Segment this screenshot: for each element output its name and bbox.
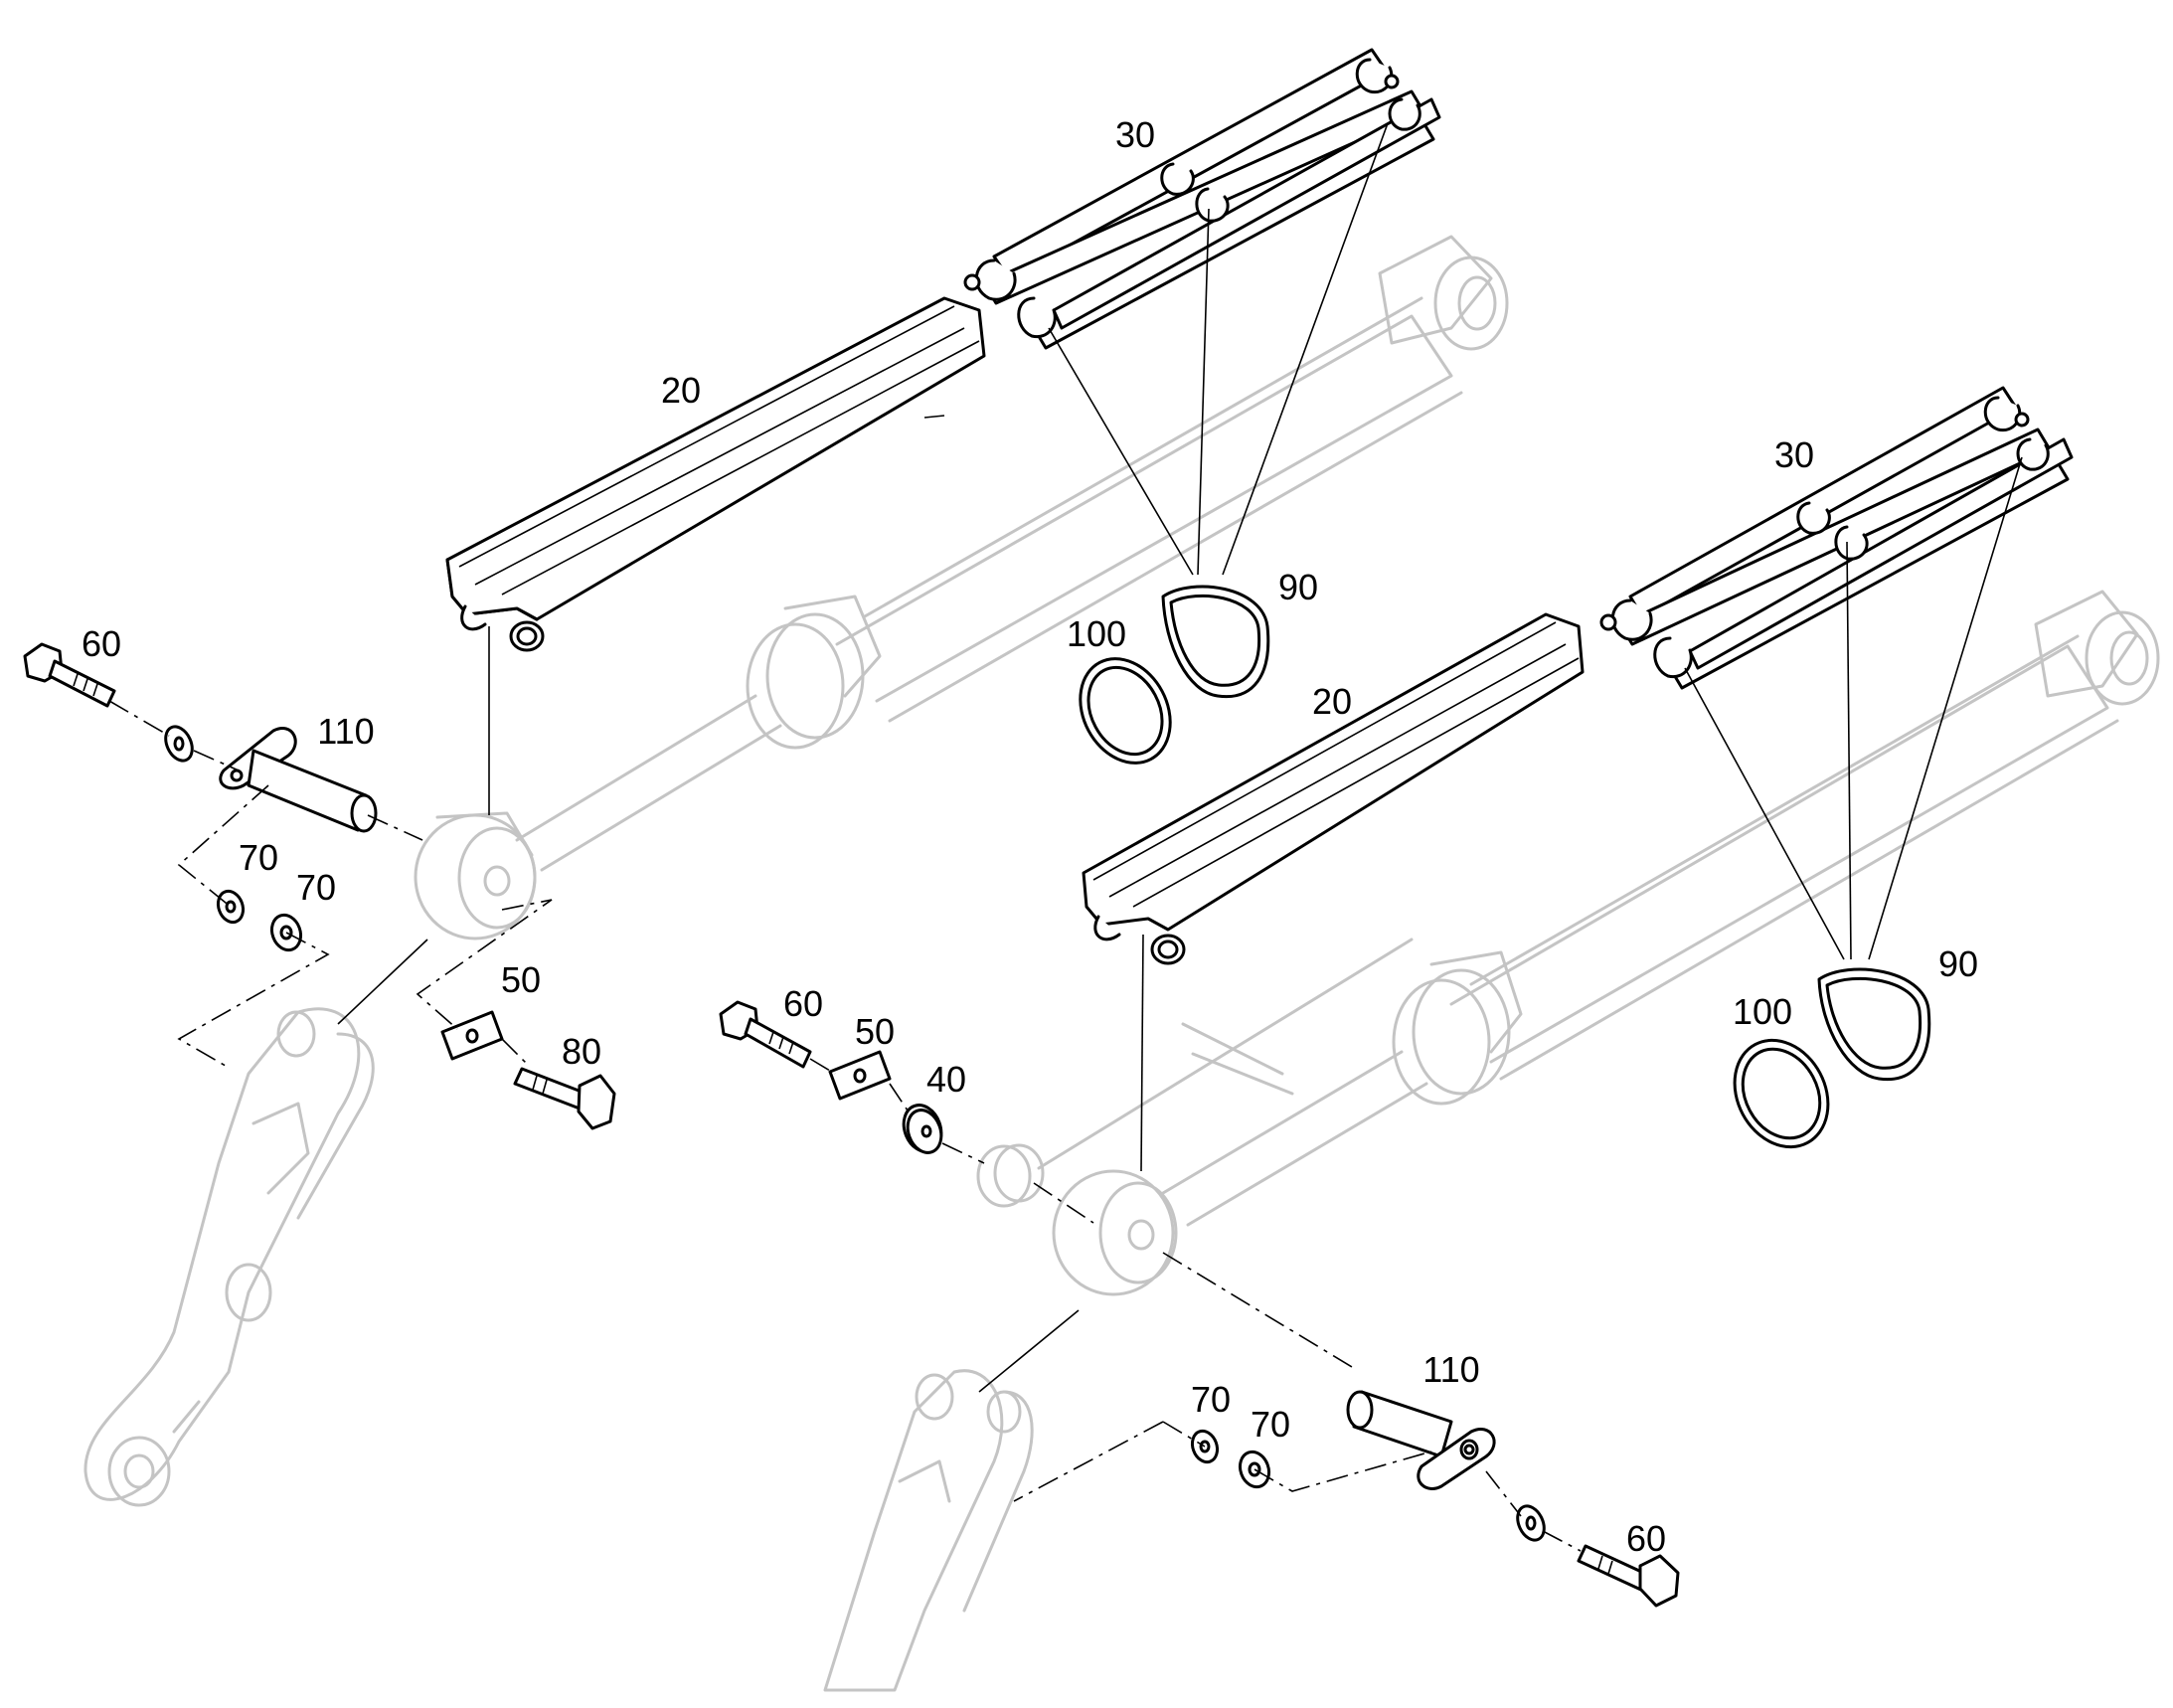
label-20-upper: 20 bbox=[661, 370, 701, 411]
assembly-lines-right bbox=[978, 1309, 1582, 1552]
leader-lines-lower-90 bbox=[1684, 456, 2023, 960]
washers-left-70 bbox=[216, 889, 303, 952]
pin-left-110 bbox=[219, 727, 378, 833]
label-70-left-b: 70 bbox=[296, 867, 336, 908]
ghost-hydraulic-cylinder-upper bbox=[414, 235, 1509, 940]
label-20-lower: 20 bbox=[1312, 681, 1352, 722]
label-30-upper: 30 bbox=[1115, 114, 1155, 155]
bolt-center-60 bbox=[719, 1000, 812, 1069]
leader-covers bbox=[488, 626, 1144, 1172]
label-100-lower: 100 bbox=[1733, 991, 1792, 1032]
ghost-loader-arm-left bbox=[84, 1007, 375, 1507]
wiper-ring-upper-90 bbox=[1161, 585, 1270, 699]
label-110-right: 110 bbox=[1422, 1349, 1479, 1390]
bolt-right-60 bbox=[1577, 1544, 1680, 1608]
label-70-left-a: 70 bbox=[239, 837, 278, 878]
callout-labels: 30 20 30 90 100 20 60 110 70 70 50 80 60… bbox=[82, 114, 1978, 1559]
cover-lower-20 bbox=[1082, 612, 1585, 965]
label-80: 80 bbox=[562, 1031, 601, 1072]
wiper-ring-lower-90 bbox=[1817, 967, 1931, 1082]
washer-center-40 bbox=[902, 1104, 943, 1154]
label-60-right: 60 bbox=[1626, 1518, 1666, 1559]
washer-left bbox=[164, 725, 194, 763]
plate-center-50 bbox=[828, 1050, 892, 1101]
label-60-left: 60 bbox=[82, 623, 121, 664]
bolt-left-60 bbox=[23, 642, 116, 708]
label-100-upper: 100 bbox=[1067, 613, 1126, 654]
label-110-left: 110 bbox=[317, 711, 374, 752]
hose-guide-lower-30 bbox=[1599, 386, 2074, 690]
label-70-right-a: 70 bbox=[1191, 1379, 1231, 1420]
hose-guide-upper-30 bbox=[963, 48, 1441, 350]
ring-lower-100 bbox=[1733, 1038, 1830, 1149]
ring-upper-100 bbox=[1079, 657, 1172, 765]
label-70-right-b: 70 bbox=[1251, 1404, 1290, 1445]
pin-right-110 bbox=[1346, 1390, 1496, 1490]
assembly-lines-left bbox=[108, 700, 553, 1070]
ghost-loader-arm-right bbox=[823, 1369, 1034, 1692]
cover-upper-20 bbox=[445, 296, 986, 652]
plate-left-50 bbox=[440, 1010, 504, 1061]
bolt-left-80 bbox=[513, 1067, 616, 1130]
label-50-left: 50 bbox=[501, 959, 541, 1000]
assembly-lines-center bbox=[809, 1058, 1353, 1368]
label-30-lower: 30 bbox=[1774, 434, 1814, 475]
label-50-center: 50 bbox=[855, 1011, 895, 1052]
label-40: 40 bbox=[926, 1059, 966, 1100]
label-60-center: 60 bbox=[783, 983, 823, 1024]
washer-right bbox=[1516, 1504, 1546, 1542]
leader-lines-upper-90 bbox=[1048, 122, 1389, 576]
label-90-lower: 90 bbox=[1938, 943, 1978, 984]
ghost-hydraulic-cylinder-lower bbox=[976, 590, 2160, 1296]
label-90-upper: 90 bbox=[1278, 567, 1318, 607]
